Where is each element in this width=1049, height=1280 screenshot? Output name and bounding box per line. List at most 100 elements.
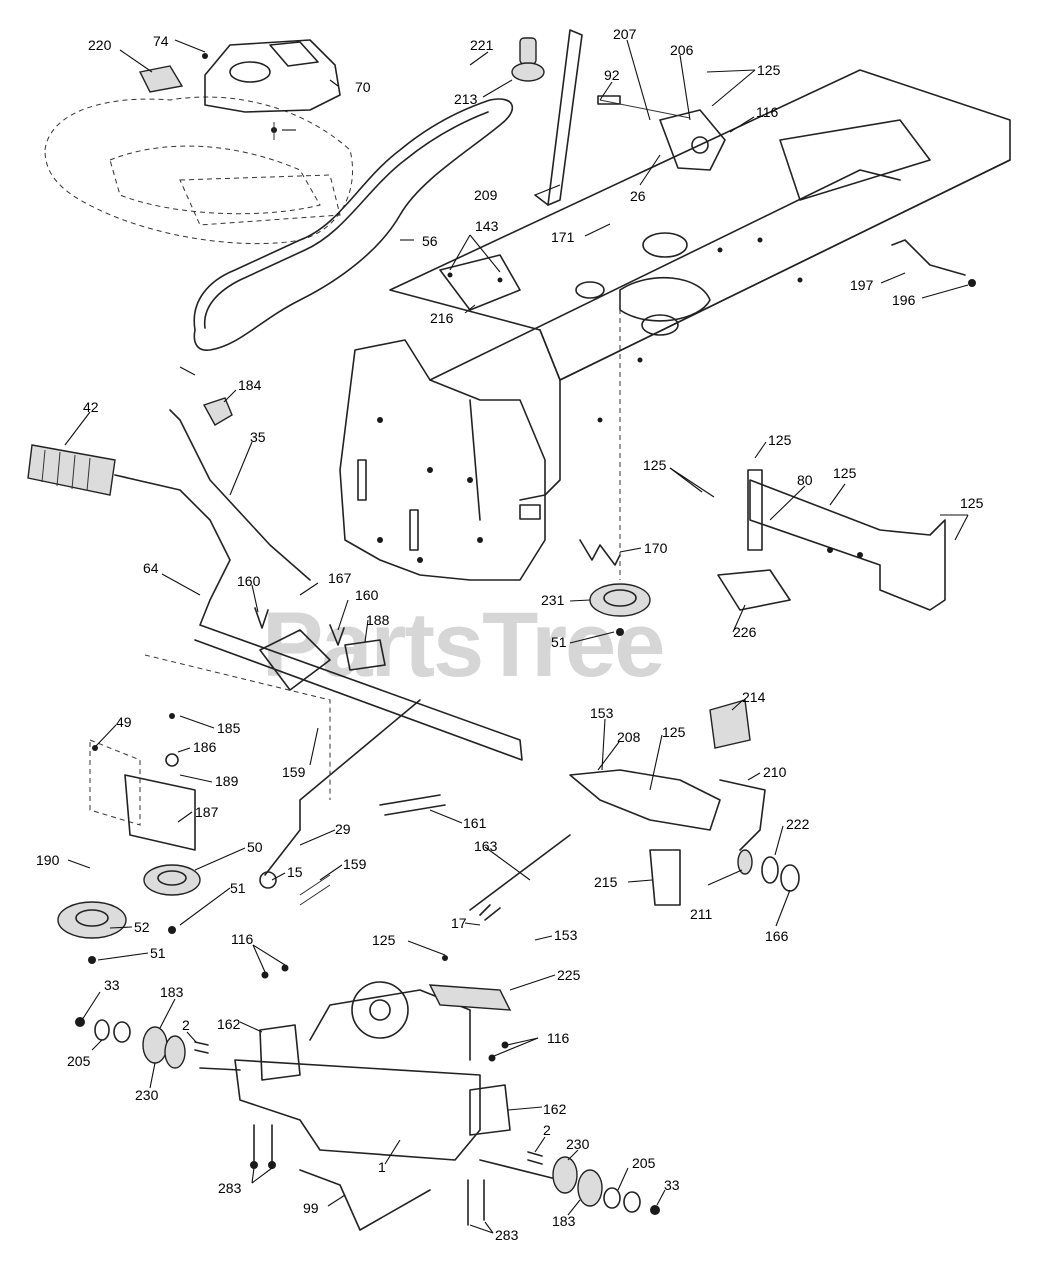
callout-label: 52 xyxy=(134,919,150,935)
callout-label: 162 xyxy=(217,1016,241,1032)
callout-label: 74 xyxy=(153,33,169,49)
spring-161 xyxy=(379,794,446,816)
callout-label: 2 xyxy=(543,1122,551,1138)
callout-label: 196 xyxy=(892,292,916,308)
drive-belt-inner xyxy=(203,111,489,329)
callout-label: 70 xyxy=(355,79,371,95)
callout-label: 184 xyxy=(238,377,262,393)
callout-label: 160 xyxy=(355,587,379,603)
callout-label: 153 xyxy=(554,927,578,943)
fender-hood xyxy=(138,39,341,113)
callout-labels: 220 74 70 221 213 207 92 125 206 116 26 … xyxy=(36,26,984,1243)
callout-label: 171 xyxy=(551,229,575,245)
callout-label: 166 xyxy=(765,928,789,944)
callout-label: 220 xyxy=(88,37,112,53)
callout-label: 116 xyxy=(231,931,254,947)
callout-label: 283 xyxy=(218,1180,242,1196)
idler-assembly xyxy=(57,654,331,964)
callout-label: 51 xyxy=(551,634,567,650)
callout-label: 33 xyxy=(664,1177,680,1193)
callout-label: 159 xyxy=(282,764,306,780)
callout-label: 26 xyxy=(630,188,646,204)
callout-label: 205 xyxy=(632,1155,656,1171)
callout-label: 170 xyxy=(644,540,668,556)
callout-label: 187 xyxy=(195,804,219,820)
callout-label: 80 xyxy=(797,472,813,488)
callout-label: 161 xyxy=(463,815,487,831)
callout-label: 51 xyxy=(230,880,246,896)
clips-160 xyxy=(254,607,386,691)
callout-label: 125 xyxy=(662,724,686,740)
callout-label: 208 xyxy=(617,729,641,745)
callout-label: 42 xyxy=(83,399,99,415)
callout-label: 209 xyxy=(474,187,498,203)
bracket-216 xyxy=(439,254,521,311)
transaxle xyxy=(199,981,561,1181)
callout-label: 33 xyxy=(104,977,120,993)
callout-label: 189 xyxy=(215,773,239,789)
lift-lever xyxy=(511,29,583,206)
bracket-225 xyxy=(428,984,512,1011)
callout-label: 159 xyxy=(343,856,367,872)
rod-35 xyxy=(169,409,311,581)
callout-label: 125 xyxy=(372,932,396,948)
pedal-pad-214 xyxy=(709,699,751,749)
callout-label: 163 xyxy=(474,838,498,854)
drive-belt xyxy=(193,98,514,351)
callout-label: 222 xyxy=(786,816,810,832)
callout-label: 29 xyxy=(335,821,351,837)
callout-label: 49 xyxy=(116,714,132,730)
callout-label: 125 xyxy=(768,432,792,448)
callout-label: 99 xyxy=(303,1200,319,1216)
callout-label: 226 xyxy=(733,624,757,640)
axle-parts-left xyxy=(75,1017,209,1069)
callout-label: 205 xyxy=(67,1053,91,1069)
callout-label: 2 xyxy=(182,1017,190,1033)
callout-label: 214 xyxy=(742,689,766,705)
rod-29 xyxy=(264,699,421,876)
brake-pedal xyxy=(469,699,800,921)
callout-label: 51 xyxy=(150,945,166,961)
decal-220 xyxy=(138,65,184,93)
callout-label: 183 xyxy=(160,984,184,1000)
callout-label: 125 xyxy=(833,465,857,481)
tractor-frame xyxy=(339,69,1011,581)
callout-label: 1 xyxy=(378,1159,386,1175)
front-bracket xyxy=(717,469,946,611)
callout-label: 197 xyxy=(850,277,874,293)
callout-label: 116 xyxy=(756,104,779,120)
bracket-215 xyxy=(649,849,681,906)
callout-label: 116 xyxy=(547,1030,570,1046)
callout-label: 216 xyxy=(430,310,454,326)
callout-label: 125 xyxy=(960,495,984,511)
callout-label: 188 xyxy=(366,612,390,628)
seat-pan-drawing xyxy=(44,96,354,245)
callout-label: 230 xyxy=(566,1136,590,1152)
callout-label: 50 xyxy=(247,839,263,855)
callout-label: 225 xyxy=(557,967,581,983)
callout-label: 160 xyxy=(237,573,261,589)
callout-label: 92 xyxy=(604,67,620,83)
callout-label: 207 xyxy=(613,26,637,42)
nuts-116 xyxy=(261,955,509,1062)
callout-label: 186 xyxy=(193,739,217,755)
callout-label: 183 xyxy=(552,1213,576,1229)
callout-label: 185 xyxy=(217,720,241,736)
callout-label: 190 xyxy=(36,852,60,868)
callout-label: 153 xyxy=(590,705,614,721)
callout-label: 211 xyxy=(690,906,713,922)
callout-label: 230 xyxy=(135,1087,159,1103)
callout-label: 143 xyxy=(475,218,499,234)
callout-label: 125 xyxy=(643,457,667,473)
pivot-rod xyxy=(891,239,966,276)
lift-bracket-206 xyxy=(597,95,726,171)
callout-label: 283 xyxy=(495,1227,519,1243)
callout-label: 17 xyxy=(451,915,467,931)
callout-label: 231 xyxy=(541,592,565,608)
callout-label: 125 xyxy=(757,62,781,78)
callout-label: 15 xyxy=(287,864,303,880)
screw-74 xyxy=(202,53,277,140)
callout-label: 56 xyxy=(422,233,438,249)
callout-label: 221 xyxy=(470,37,494,53)
